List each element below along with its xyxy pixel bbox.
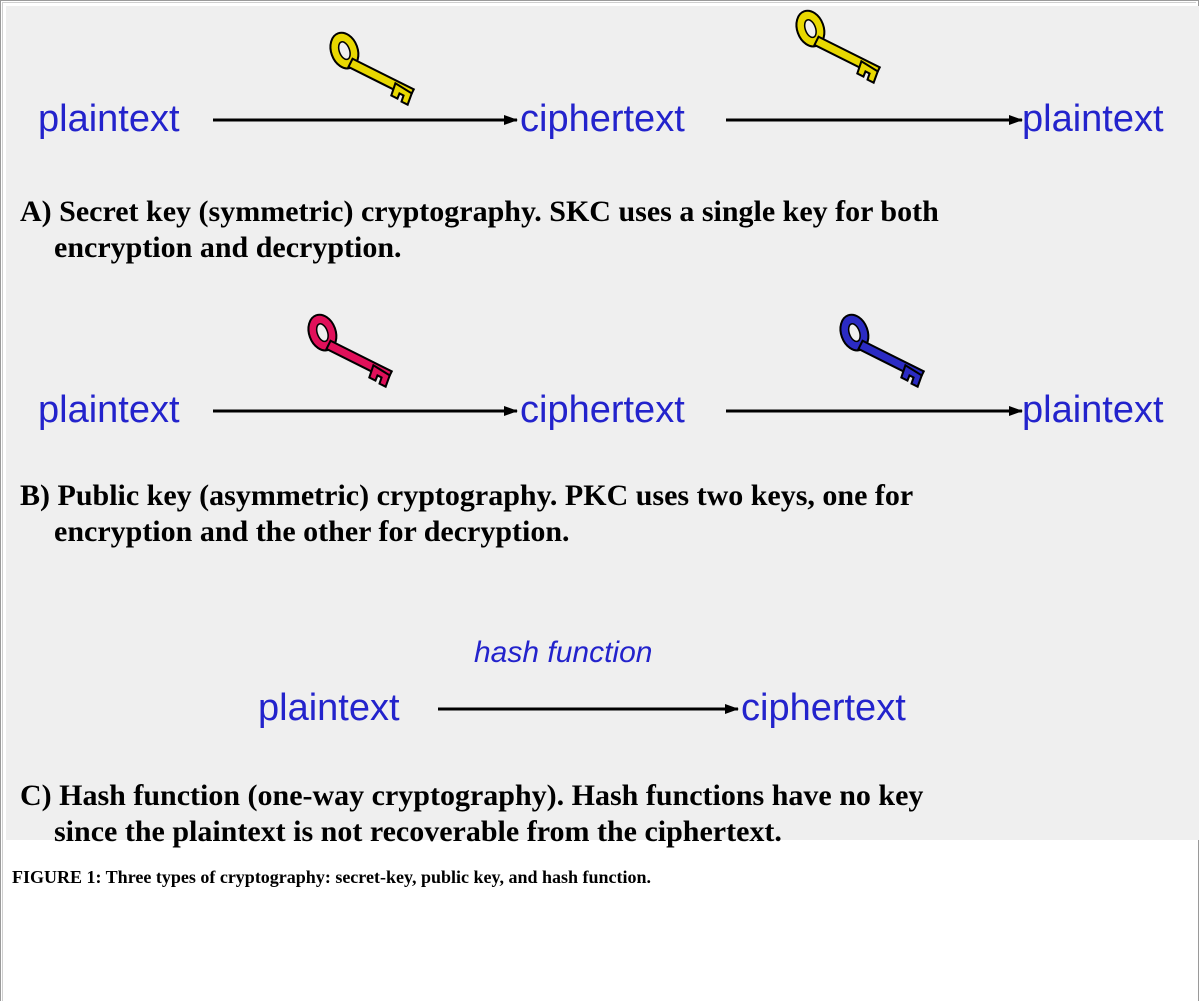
panel-b-plaintext-start: plaintext (38, 389, 180, 431)
panel-a-plaintext-start: plaintext (38, 98, 180, 140)
panel-b-arrow-decrypt (726, 406, 1023, 416)
panel-a-ciphertext: ciphertext (520, 98, 685, 140)
hash-function-label: hash function (474, 636, 653, 669)
panel-c-arrow-hash (438, 704, 739, 714)
panel-b-plaintext-end: plaintext (1022, 389, 1164, 431)
panel-b-arrow-encrypt (213, 406, 518, 416)
panel-b-caption: B) Public key (asymmetric) cryptography.… (20, 478, 913, 550)
panel-a-caption-line2: encryption and decryption. (54, 231, 402, 264)
panel-c-caption: C) Hash function (one-way cryptography).… (20, 778, 923, 850)
panel-c-plaintext: plaintext (258, 687, 400, 729)
panel-c-caption-line1: C) Hash function (one-way cryptography).… (20, 779, 924, 812)
key-icon (790, 8, 892, 90)
panel-c-caption-line2: since the plaintext is not recoverable f… (54, 815, 782, 848)
panel-a-arrow-encrypt (213, 115, 518, 125)
panel-a-caption-line1: A) Secret key (symmetric) cryptography. … (20, 195, 939, 228)
key-icon (324, 30, 426, 112)
cryptography-figure: plaintext ciphertext plaintext A) Secret… (6, 6, 1199, 848)
panel-a-plaintext-end: plaintext (1022, 98, 1164, 140)
figure-caption: FIGURE 1: Three types of cryptography: s… (12, 867, 652, 887)
panel-b-ciphertext: ciphertext (520, 389, 685, 431)
key-icon (834, 312, 936, 394)
key-icon (302, 312, 404, 394)
panel-b-caption-line2: encryption and the other for decryption. (54, 515, 570, 548)
panel-a-caption: A) Secret key (symmetric) cryptography. … (20, 194, 939, 266)
panel-a-arrow-decrypt (726, 115, 1023, 125)
panel-c-ciphertext: ciphertext (741, 687, 906, 729)
panel-b-caption-line1: B) Public key (asymmetric) cryptography.… (20, 479, 914, 512)
